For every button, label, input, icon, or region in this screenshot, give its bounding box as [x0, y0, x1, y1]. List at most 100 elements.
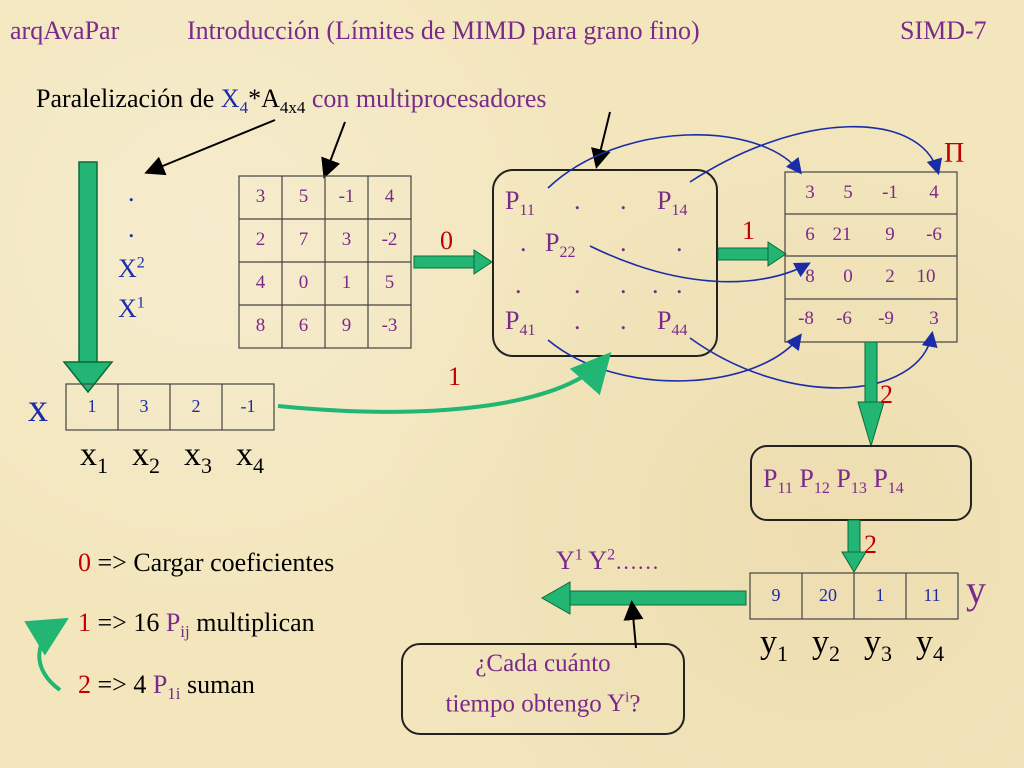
- matrix-pi-cell: -9: [878, 308, 894, 329]
- step1-label: 1: [742, 216, 755, 245]
- question-line1: ¿Cada cuánto: [475, 650, 611, 677]
- matrix-a-cell: 8: [255, 315, 266, 336]
- p-row-box: [750, 445, 972, 521]
- step1-low-label: 1: [448, 362, 461, 391]
- matrix-pi-cell: 4: [929, 182, 939, 203]
- step2-arrow-b: [841, 519, 867, 573]
- x-vector-cell: 3: [139, 396, 149, 416]
- header-left: arqAvaPar: [10, 16, 120, 45]
- matrix-a-cell: 7: [298, 229, 309, 250]
- proc-dot: .: [520, 228, 527, 257]
- input-stream-arrow: [62, 161, 114, 394]
- map-p11-arrow: [547, 134, 802, 189]
- step1-arrow: [717, 241, 787, 267]
- matrix-a-cell: 9: [341, 315, 352, 336]
- step2-label-a: 2: [880, 380, 893, 409]
- legend-step0: 0 => Cargar coeficientes: [78, 548, 335, 577]
- matrix-pi-cell: -1: [882, 182, 898, 203]
- stack-x1: X1: [118, 294, 145, 323]
- question-line2: tiempo obtengo Yi?: [445, 690, 641, 718]
- matrix-a-cell: -1: [338, 186, 355, 207]
- proc-dot: .: [620, 228, 627, 257]
- matrix-pi-cell: 21: [832, 224, 852, 245]
- matrix-pi-grid: [784, 171, 958, 343]
- matrix-pi-cell: -8: [798, 308, 814, 329]
- matrix-pi-cell: -6: [926, 224, 942, 245]
- x-vector-name: x1: [80, 436, 108, 478]
- question-box: [401, 643, 685, 735]
- matrix-pi-cell: 10: [916, 266, 936, 287]
- proc-p22: P22: [545, 228, 576, 262]
- proc-dot: .: [676, 270, 683, 299]
- matrix-a-cell: 3: [255, 186, 266, 207]
- step0-label: 0: [440, 226, 453, 255]
- proc-dot: .: [574, 270, 581, 299]
- y-vector-cell: 20: [819, 585, 837, 605]
- proc-dot: .: [652, 270, 659, 299]
- x-vector-grid: [65, 383, 275, 431]
- proc-dot: .: [574, 186, 581, 215]
- x-vector-label: x: [28, 385, 48, 430]
- matrix-a-cell: 5: [384, 272, 395, 293]
- proc-p14: P14: [657, 186, 688, 220]
- y-vector-name: y2: [812, 624, 840, 666]
- y-vector-cell: 9: [771, 585, 781, 605]
- matrix-a-cell: -2: [381, 229, 398, 250]
- matrix-pi-cell: 2: [885, 266, 895, 287]
- stack-dot1: .: [128, 178, 135, 207]
- step0-arrow: [413, 249, 493, 275]
- proc-dot: .: [574, 306, 581, 335]
- y-vector-name: y3: [864, 624, 892, 666]
- legend-step1: 1 => 16 Pij multiplican: [78, 608, 315, 642]
- proc-p41: P41: [505, 306, 536, 340]
- proc-p11: P11: [505, 186, 535, 220]
- matrix-a-cell: 2: [255, 229, 266, 250]
- proc-dot: .: [620, 270, 627, 299]
- map-p22-arrow: [589, 245, 811, 283]
- matrix-pi-cell: 5: [843, 182, 853, 203]
- matrix-pi-cell: 3: [805, 182, 815, 203]
- y-vector-name: y1: [760, 624, 788, 666]
- pointer-proc-arrow: [591, 111, 611, 169]
- x-vector-cell: 2: [191, 396, 201, 416]
- p-row: P11 P12 P13 P14: [763, 464, 904, 498]
- x-vector-name: x3: [184, 436, 212, 478]
- p-row-item: P: [763, 464, 778, 493]
- y-vector-cell: 1: [875, 585, 885, 605]
- step2-label-b: 2: [864, 530, 877, 559]
- p-row-item: P: [829, 464, 851, 493]
- x-vector-name: x4: [236, 436, 264, 478]
- proc-p44: P44: [657, 306, 688, 340]
- matrix-pi-cell: 3: [929, 308, 939, 329]
- matrix-pi-cell: 0: [843, 266, 853, 287]
- y-vector-grid: [749, 572, 959, 620]
- matrix-pi-cell: -6: [836, 308, 852, 329]
- map-p44-arrow: [689, 330, 938, 389]
- subtitle: Paralelización de X4*A4x4 con multiproce…: [36, 84, 547, 118]
- matrix-a-cell: 4: [255, 272, 266, 293]
- matrix-a-cell: 5: [298, 186, 309, 207]
- map-p14-arrow: [689, 125, 943, 183]
- legend-step2: 2 => 4 P1i suman: [78, 670, 255, 704]
- y-vector-name: y4: [916, 624, 944, 666]
- proc-dot: .: [676, 228, 683, 257]
- x-vector-name: x2: [132, 436, 160, 478]
- subtitle-prefix: Paralelización de: [36, 84, 221, 113]
- stack-dot2: .: [128, 214, 135, 243]
- step2-arrow-a: [857, 341, 885, 448]
- subtitle-suffix: con multiprocesadores: [305, 84, 547, 113]
- pointer-x4-arrow: [144, 119, 276, 176]
- matrix-a-grid: [238, 175, 412, 349]
- subtitle-x: X4: [220, 84, 249, 118]
- matrix-a-cell: 3: [341, 229, 352, 250]
- matrix-a-cell: 4: [384, 186, 395, 207]
- header-title: Introducción (Límites de MIMD para grano…: [187, 16, 700, 45]
- stack-x2: X2: [118, 254, 145, 283]
- y-vector-label: y: [966, 567, 986, 612]
- header-right: SIMD-7: [900, 16, 987, 45]
- p-row-item: P: [792, 464, 814, 493]
- subtitle-a: A4x4: [261, 84, 306, 118]
- subtitle-star: *: [248, 84, 262, 113]
- question-pointer: [623, 600, 644, 649]
